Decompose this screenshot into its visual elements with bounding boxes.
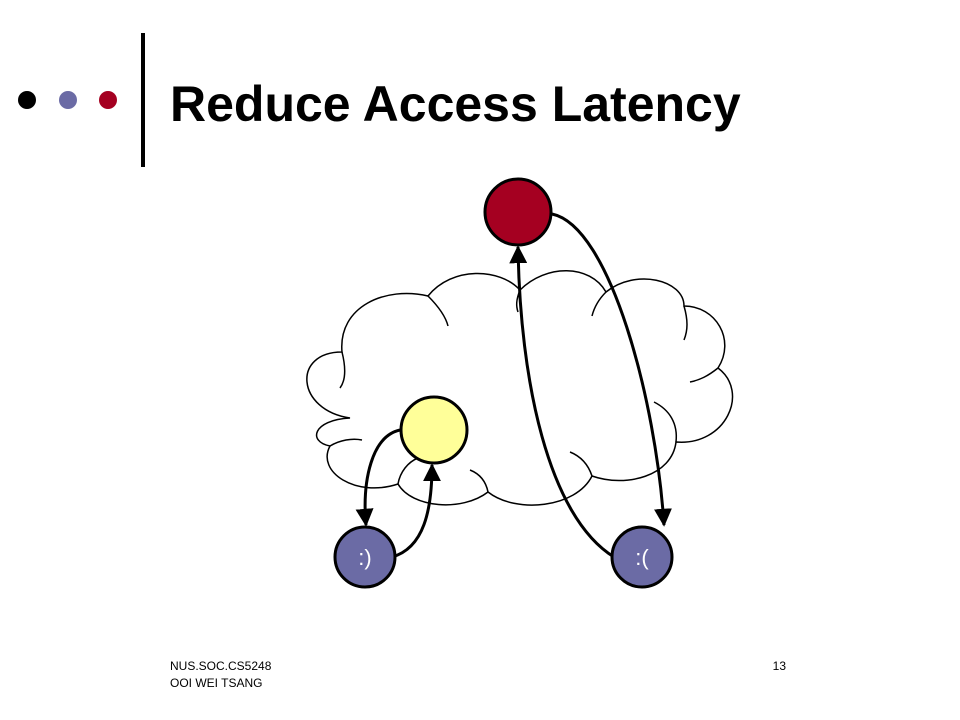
edge-client-near-to-proxy: [391, 463, 441, 559]
page-number: 13: [772, 659, 786, 673]
proxy-cache-circle: [399, 395, 469, 465]
client-near-circle: [333, 525, 397, 589]
client-near-label: :): [358, 545, 371, 570]
footer-course-code: NUS.SOC.CS5248: [170, 659, 272, 673]
origin-server-circle: [483, 177, 553, 247]
slide-title: Reduce Access Latency: [170, 76, 741, 132]
client-far-label: :(: [635, 545, 649, 570]
edges: [355, 212, 672, 559]
title-accent: [18, 33, 145, 167]
footer-author: OOI WEI TSANG: [170, 676, 263, 690]
edge-client-far-to-server: [509, 245, 615, 559]
footer-course-info: NUS.SOC.CS5248 OOI WEI TSANG: [170, 658, 271, 692]
accent-dot-red: [99, 91, 117, 109]
client-far-circle: [610, 525, 674, 589]
edge-server-to-client-far: [551, 212, 672, 527]
node-proxy-cache: [399, 395, 469, 465]
node-client-far: :(: [610, 525, 674, 589]
edge-proxy-to-client-near: [355, 428, 401, 527]
title-divider: [141, 33, 145, 167]
accent-dot-purple: [59, 91, 77, 109]
accent-dot-black: [18, 91, 36, 109]
node-client-near: :): [333, 525, 397, 589]
node-origin-server: [483, 177, 553, 247]
